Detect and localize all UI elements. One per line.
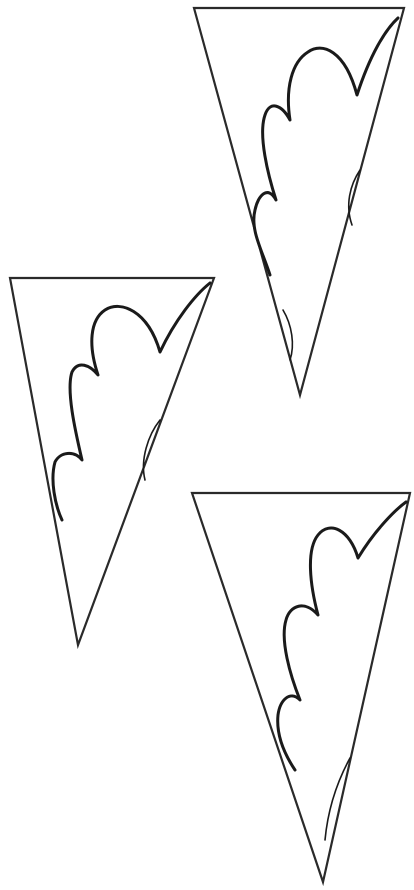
cut-pattern xyxy=(278,502,406,770)
template-bottom-right xyxy=(192,493,410,882)
template-top-right xyxy=(194,8,404,395)
template-middle-left xyxy=(10,278,214,645)
cut-pattern xyxy=(254,18,398,275)
triangle-outline xyxy=(194,8,404,395)
triangle-outline xyxy=(10,278,214,645)
fold-arc-lower xyxy=(325,758,350,840)
cut-pattern xyxy=(53,283,210,520)
triangle-outline xyxy=(192,493,410,882)
